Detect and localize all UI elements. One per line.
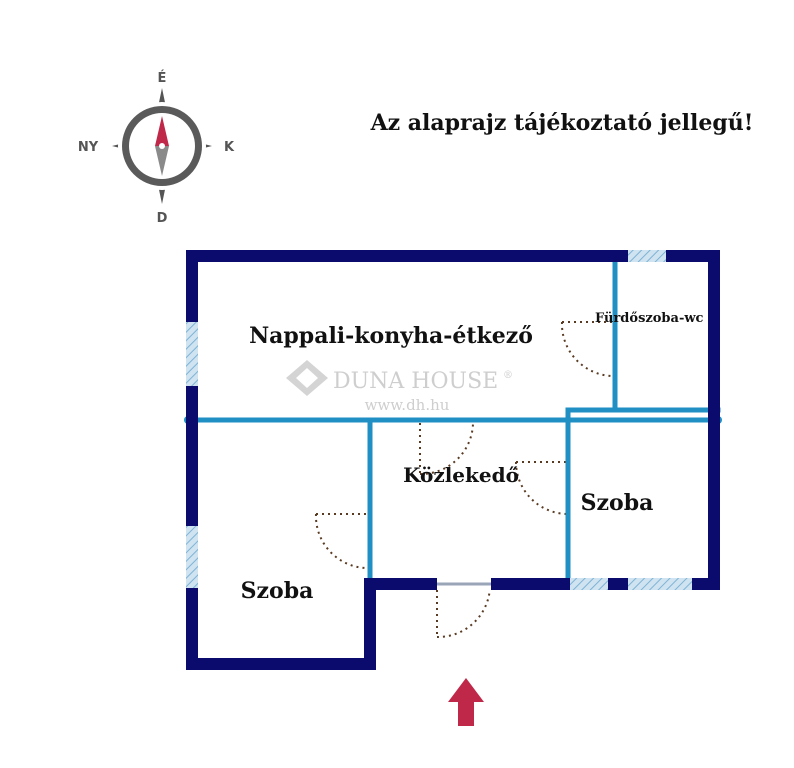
door-hallway-room-left (314, 513, 369, 569)
compass-south-label: D (157, 211, 168, 226)
compass-west-label: NY (78, 140, 99, 155)
door-hallway-living (419, 422, 474, 476)
compass-east-label: K (224, 140, 235, 155)
room-label-living: Nappali-konyha-étkező (249, 323, 533, 349)
disclaimer-text: Az alaprajz tájékoztató jellegű! (370, 110, 754, 136)
windows (186, 250, 692, 590)
door-hallway-room-right (515, 461, 569, 515)
inner-walls (185, 253, 721, 587)
window-living (186, 322, 198, 386)
compass-north-label: É (158, 70, 167, 86)
doors (314, 321, 615, 639)
window-room-right-1 (570, 578, 608, 590)
duna-house-logo-icon (286, 360, 328, 396)
watermark-brand: DUNA HOUSE (333, 369, 498, 394)
window-bathroom (628, 250, 666, 262)
room-label-bathroom: Fürdőszoba-wc (595, 311, 704, 326)
room-label-room-left: Szoba (241, 578, 314, 604)
watermark-registered: ® (503, 370, 513, 381)
watermark-url: www.dh.hu (365, 396, 450, 414)
compass-needle-north-icon (155, 116, 169, 146)
door-entrance (436, 583, 492, 639)
outer-walls (186, 250, 720, 670)
compass: É D K NY (78, 70, 235, 226)
room-label-hallway: Közlekedő (403, 463, 519, 487)
door-living-bathroom (560, 321, 615, 377)
room-label-room-right: Szoba (581, 490, 654, 516)
watermark: DUNA HOUSE ® www.dh.hu (286, 360, 513, 414)
window-room-left (186, 526, 198, 588)
entrance-arrow-icon (448, 678, 484, 726)
window-room-right-2 (628, 578, 692, 590)
compass-needle-south-icon (155, 146, 169, 176)
